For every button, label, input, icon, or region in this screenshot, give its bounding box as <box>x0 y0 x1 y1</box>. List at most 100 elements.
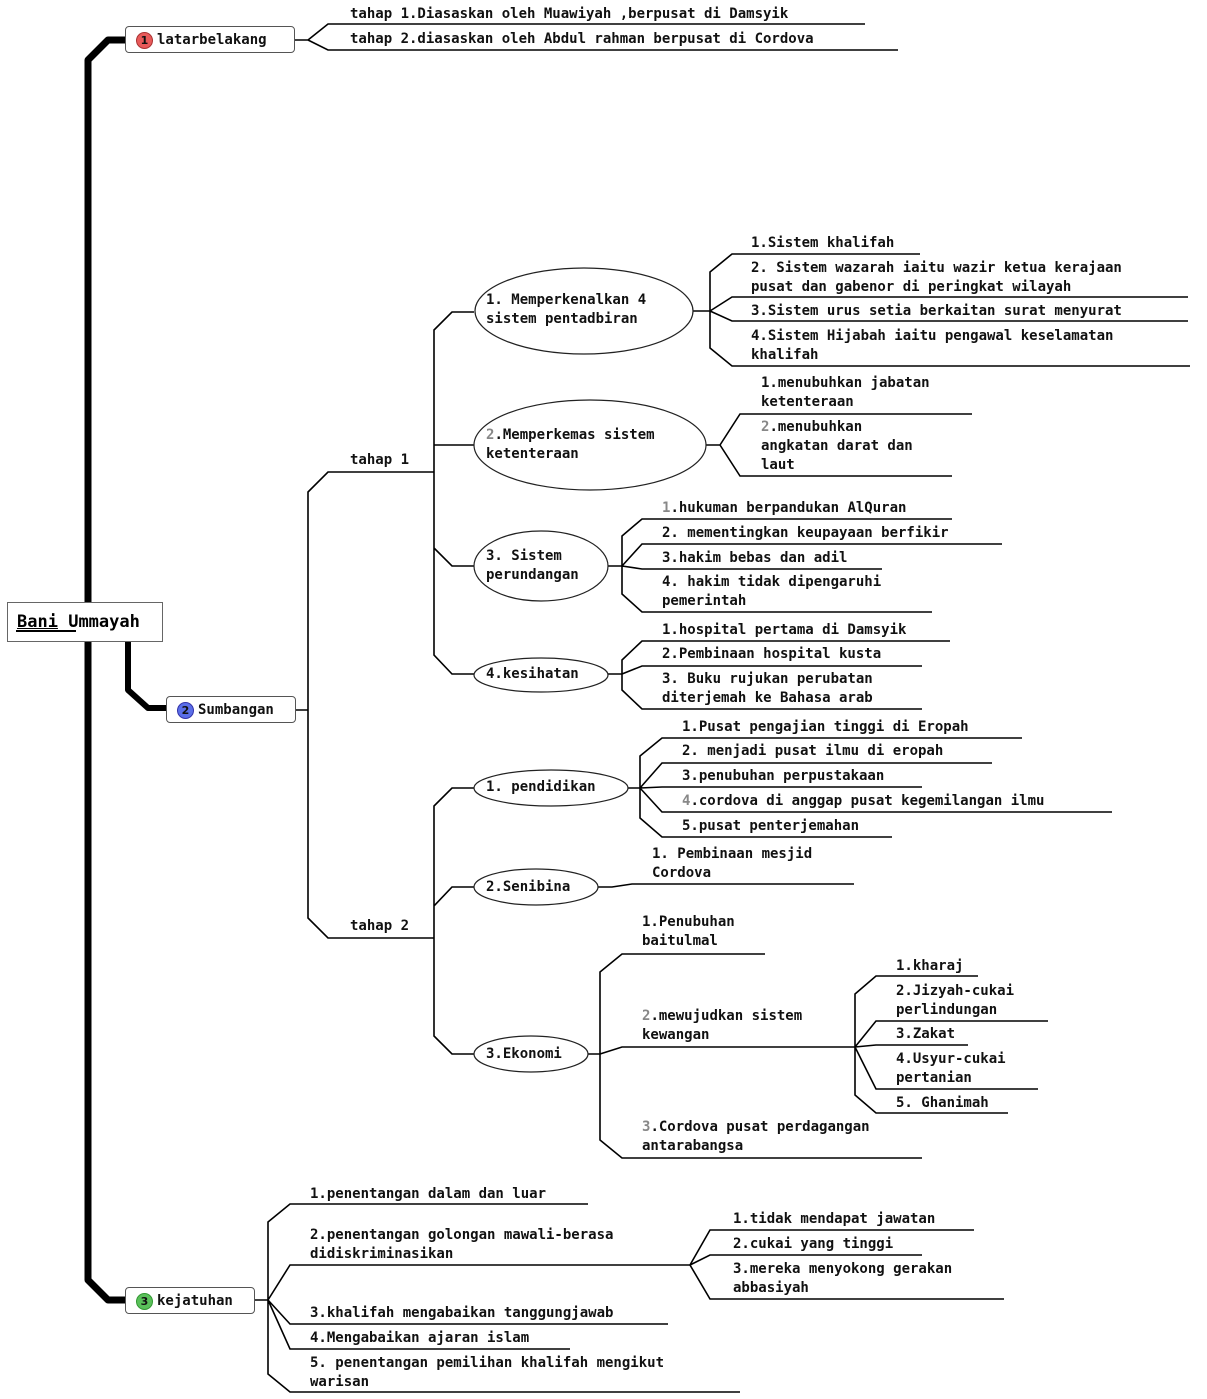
ekonomi-item-2-num: 2 <box>642 1008 651 1024</box>
kesihatan-item-3b[interactable]: diterjemah ke Bahasa arab <box>662 690 873 706</box>
ketenteraan-item-2c[interactable]: laut <box>761 457 795 473</box>
kejatuhan-item-4[interactable]: 4.Mengabaikan ajaran islam <box>310 1330 530 1346</box>
node-pentadbiran-line1[interactable]: 1. Memperkenalkan 4 <box>486 292 647 308</box>
perundangan-item-4a[interactable]: 4. hakim tidak dipengaruhi <box>662 574 882 590</box>
node-senibina[interactable]: 2.Senibina <box>486 879 571 895</box>
trunk-mid <box>125 642 166 711</box>
trunk-upper <box>84 36 125 602</box>
mawali-sub-3a[interactable]: 3.mereka menyokong gerakan <box>733 1261 953 1277</box>
kejatuhan-item-5b[interactable]: warisan <box>310 1374 370 1390</box>
latar-item-2[interactable]: tahap 2.diasaskan oleh Abdul rahman berp… <box>350 31 814 47</box>
node-senibina-ellipse <box>473 868 599 906</box>
trunk-lower <box>84 642 125 1304</box>
kewangan-sub-2a[interactable]: 2.Jizyah-cukai <box>896 983 1015 999</box>
ekonomi-item-1b[interactable]: baitulmal <box>642 933 718 949</box>
kewangan-sub-2b[interactable]: perlindungan <box>896 1002 998 1018</box>
node-perundangan-line2[interactable]: perundangan <box>486 567 579 583</box>
ekonomi-item-3a[interactable]: 3.Cordova pusat perdagangan <box>642 1118 870 1137</box>
ekonomi-item-2a[interactable]: 2.mewujudkan sistem <box>642 1007 802 1026</box>
tahap-2-label[interactable]: tahap 2 <box>350 918 410 934</box>
pendidikan-item-4-text: .cordova di anggap pusat kegemilangan il… <box>690 793 1045 809</box>
kewangan-sub-1[interactable]: 1.kharaj <box>896 958 964 974</box>
perundangan-item-4b[interactable]: pemerintah <box>662 593 747 609</box>
pentadbiran-item-2b[interactable]: pusat dan gabenor di peringkat wilayah <box>751 279 1072 295</box>
node-ketenteraan-ellipse <box>473 399 707 491</box>
pentadbiran-item-2a[interactable]: 2. Sistem wazarah iaitu wazir ketua kera… <box>751 260 1122 276</box>
node-pentadbiran-ellipse <box>474 267 694 355</box>
kesihatan-item-1[interactable]: 1.hospital pertama di Damsyik <box>662 622 907 638</box>
node-pendidikan-ellipse <box>473 769 629 807</box>
node-ketenteraan-line1[interactable]: 2.Memperkemas sistem <box>486 426 655 445</box>
root-label-part1: Bani <box>17 612 58 632</box>
perundangan-item-2[interactable]: 2. mementingkan keupayaan berfikir <box>662 525 949 541</box>
kejatuhan-item-3[interactable]: 3.khalifah mengabaikan tanggungjawab <box>310 1305 614 1321</box>
kejatuhan-item-2b[interactable]: didiskriminasikan <box>310 1246 454 1262</box>
kesihatan-item-3a[interactable]: 3. Buku rujukan perubatan <box>662 671 873 687</box>
pendidikan-item-2[interactable]: 2. menjadi pusat ilmu di eropah <box>682 743 944 759</box>
mawali-sub-3b[interactable]: abbasiyah <box>733 1280 809 1296</box>
branch-sumbangan-label: Sumbangan <box>198 702 274 718</box>
badge-3-icon: 3 <box>136 1293 153 1310</box>
node-ketenteraan-text1: .Memperkemas sistem <box>494 427 655 443</box>
senibina-item-1b[interactable]: Cordova <box>652 865 712 881</box>
node-perundangan-line1[interactable]: 3. Sistem <box>486 548 562 564</box>
branch-latarbelakang-label: latarbelakang <box>157 32 267 48</box>
kejatuhan-item-1[interactable]: 1.penentangan dalam dan luar <box>310 1186 547 1202</box>
node-ekonomi[interactable]: 3.Ekonomi <box>486 1046 562 1062</box>
perundangan-item-1-text: .hukuman berpandukan AlQuran <box>670 500 907 516</box>
pendidikan-item-4[interactable]: 4.cordova di anggap pusat kegemilangan i… <box>682 792 1044 811</box>
ekonomi-item-2b[interactable]: kewangan <box>642 1027 710 1043</box>
kejatuhan-item-2a[interactable]: 2.penentangan golongan mawali-berasa <box>310 1227 614 1243</box>
root-label: Bani Ummayah <box>17 612 140 632</box>
root-label-part2: Ummayah <box>68 612 140 632</box>
pentadbiran-item-4b[interactable]: khalifah <box>751 347 819 363</box>
badge-1-icon: 1 <box>136 32 153 49</box>
badge-2-icon: 2 <box>177 702 194 719</box>
perundangan-item-1-num: 1 <box>662 500 671 516</box>
kewangan-sub-3[interactable]: 3.Zakat <box>896 1026 956 1042</box>
tahap-1-label[interactable]: tahap 1 <box>350 452 410 468</box>
ketenteraan-item-2a-text: .menubuhkan <box>769 419 863 435</box>
node-kesihatan[interactable]: 4.kesihatan <box>486 666 579 682</box>
pentadbiran-item-1[interactable]: 1.Sistem khalifah <box>751 235 895 251</box>
node-pentadbiran-line2[interactable]: sistem pentadbiran <box>486 311 638 327</box>
ketenteraan-item-1a[interactable]: 1.menubuhkan jabatan <box>761 375 930 391</box>
pentadbiran-item-3[interactable]: 3.Sistem urus setia berkaitan surat meny… <box>751 303 1122 319</box>
mawali-sub-2[interactable]: 2.cukai yang tinggi <box>733 1236 894 1252</box>
ketenteraan-item-2a[interactable]: 2.menubuhkan <box>761 418 862 437</box>
ekonomi-item-3a-text: .Cordova pusat perdagangan <box>650 1119 870 1135</box>
mawali-sub-1[interactable]: 1.tidak mendapat jawatan <box>733 1211 936 1227</box>
branch-latarbelakang[interactable]: 1 latarbelakang <box>125 26 295 53</box>
pendidikan-item-4-num: 4 <box>682 793 691 809</box>
pentadbiran-item-4a[interactable]: 4.Sistem Hijabah iaitu pengawal keselama… <box>751 328 1114 344</box>
branch-sumbangan[interactable]: 2 Sumbangan <box>166 696 296 723</box>
branch-kejatuhan-label: kejatuhan <box>157 1293 233 1309</box>
ekonomi-item-3-num: 3 <box>642 1119 651 1135</box>
ekonomi-item-2a-text: .mewujudkan sistem <box>650 1008 803 1024</box>
kewangan-sub-4a[interactable]: 4.Usyur-cukai <box>896 1051 1006 1067</box>
node-kesihatan-ellipse <box>473 657 609 693</box>
latar-item-1[interactable]: tahap 1.Diasaskan oleh Muawiyah ,berpusa… <box>350 6 789 22</box>
node-ekonomi-ellipse <box>473 1035 589 1073</box>
kejatuhan-item-5a[interactable]: 5. penentangan pemilihan khalifah mengik… <box>310 1355 665 1371</box>
perundangan-item-1[interactable]: 1.hukuman berpandukan AlQuran <box>662 499 906 518</box>
branch-kejatuhan[interactable]: 3 kejatuhan <box>125 1287 255 1314</box>
senibina-item-1a[interactable]: 1. Pembinaan mesjid <box>652 846 813 862</box>
ketenteraan-item-2b[interactable]: angkatan darat dan <box>761 438 913 454</box>
pendidikan-item-3[interactable]: 3.penubuhan perpustakaan <box>682 768 885 784</box>
root-node[interactable]: Bani Ummayah <box>7 602 163 642</box>
node-perundangan-ellipse <box>473 530 609 602</box>
ketenteraan-item-1b[interactable]: ketenteraan <box>761 394 854 410</box>
kesihatan-item-2[interactable]: 2.Pembinaan hospital kusta <box>662 646 882 662</box>
perundangan-item-3[interactable]: 3.hakim bebas dan adil <box>662 550 848 566</box>
ketenteraan-item-2-num: 2 <box>761 419 770 435</box>
pendidikan-item-5[interactable]: 5.pusat penterjemahan <box>682 818 860 834</box>
ekonomi-item-1a[interactable]: 1.Penubuhan <box>642 914 735 930</box>
pendidikan-item-1[interactable]: 1.Pusat pengajian tinggi di Eropah <box>682 719 969 735</box>
ekonomi-item-3b[interactable]: antarabangsa <box>642 1138 744 1154</box>
kewangan-sub-5[interactable]: 5. Ghanimah <box>896 1095 989 1111</box>
node-ketenteraan-line2[interactable]: ketenteraan <box>486 446 579 462</box>
node-pendidikan[interactable]: 1. pendidikan <box>486 779 596 795</box>
kewangan-sub-4b[interactable]: pertanian <box>896 1070 972 1086</box>
